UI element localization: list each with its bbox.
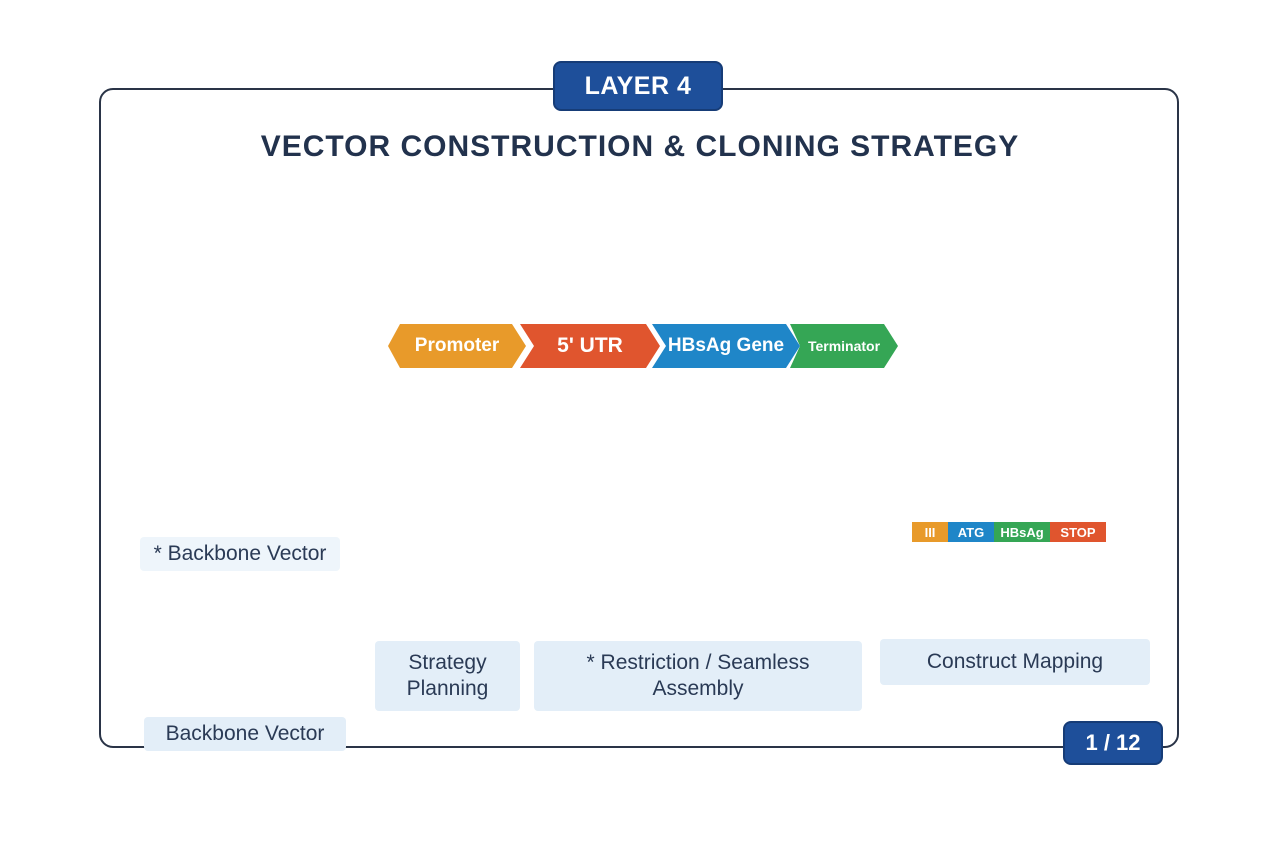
cassette-segment-hbsag-gene: HBsAg Gene xyxy=(652,324,800,368)
cassette-segment-terminator: Terminator xyxy=(790,324,898,368)
construct-segment-stop: STOP xyxy=(1050,522,1106,542)
cassette-segment-promoter: Promoter xyxy=(388,324,526,368)
label-restriction-assembly: * Restriction / Seamless Assembly xyxy=(534,641,862,711)
diagram-frame xyxy=(99,88,1179,748)
page-indicator-badge: 1 / 12 xyxy=(1063,721,1163,765)
layer-badge: LAYER 4 xyxy=(553,61,723,111)
cassette-segment-5-utr: 5' UTR xyxy=(520,324,660,368)
construct-segment-atg: ATG xyxy=(948,522,994,542)
construct-segment-iii: III xyxy=(912,522,948,542)
label-construct-mapping: Construct Mapping xyxy=(880,639,1150,685)
construct-segment-hbsag: HBsAg xyxy=(994,522,1050,542)
label-backbone-vector-upper: * Backbone Vector xyxy=(140,537,340,571)
diagram-title: VECTOR CONSTRUCTION & CLONING STRATEGY xyxy=(260,130,1020,163)
label-strategy-planning: Strategy Planning xyxy=(375,641,520,711)
label-backbone-vector-lower: Backbone Vector xyxy=(144,717,346,751)
